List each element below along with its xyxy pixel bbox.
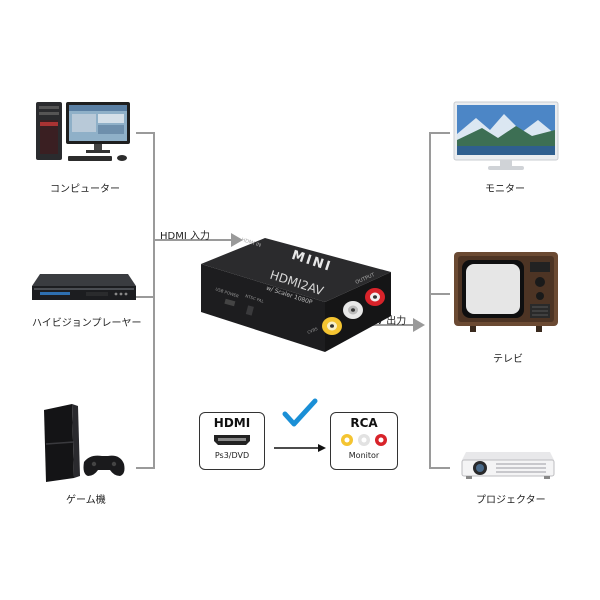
right-branch-monitor bbox=[429, 132, 450, 134]
bluray-player-icon bbox=[26, 266, 138, 306]
input-arrow-head bbox=[231, 233, 243, 247]
output-arrow-line bbox=[345, 324, 415, 326]
rca-target-badge: RCA Monitor bbox=[330, 412, 398, 470]
right-trunk-line bbox=[429, 132, 431, 469]
rca-red-port bbox=[365, 288, 385, 306]
game-console-icon bbox=[38, 404, 130, 484]
device-label-monitor: モニター bbox=[485, 184, 525, 195]
monitor-icon bbox=[452, 100, 560, 174]
rca-badge-title: RCA bbox=[350, 416, 378, 430]
device-label-tv: テレビ bbox=[493, 354, 523, 365]
device-label-player: ハイビジョンプレーヤー bbox=[32, 318, 142, 329]
right-branch-projector bbox=[429, 467, 450, 469]
rca-plugs-icon bbox=[341, 434, 387, 446]
flow-arrow bbox=[274, 438, 326, 457]
hdmi-source-badge: HDMI Ps3/DVD bbox=[199, 412, 265, 470]
hdmi-badge-sub: Ps3/DVD bbox=[214, 451, 250, 460]
rca-white-port bbox=[343, 301, 363, 319]
left-branch-player bbox=[136, 296, 155, 298]
left-trunk-line bbox=[153, 132, 155, 469]
hdmi-connector-icon bbox=[214, 435, 250, 445]
device-label-console: ゲーム機 bbox=[66, 495, 106, 506]
hdmi2av-converter: MINI HDMI2AV w/ Scaler 1080P HDMI IN OUT… bbox=[195, 232, 395, 364]
hdmi-input-label: HDMI 入力 bbox=[160, 231, 210, 242]
left-branch-console bbox=[136, 467, 155, 469]
device-label-computer: コンピューター bbox=[50, 184, 120, 195]
projector-icon bbox=[456, 448, 556, 482]
hdmi-badge-title: HDMI bbox=[213, 416, 251, 430]
desktop-computer-icon bbox=[30, 96, 140, 168]
av-output-label: AV 出力 bbox=[370, 316, 407, 327]
input-arrow-line bbox=[155, 239, 233, 241]
rca-yellow-port bbox=[322, 317, 342, 335]
retro-tv-icon bbox=[452, 246, 562, 332]
right-branch-tv bbox=[429, 293, 450, 295]
rca-badge-sub: Monitor bbox=[348, 451, 380, 460]
checkmark-icon bbox=[282, 398, 318, 434]
output-arrow-head bbox=[413, 318, 425, 332]
device-label-projector: プロジェクター bbox=[476, 495, 546, 506]
left-branch-computer bbox=[136, 132, 155, 134]
